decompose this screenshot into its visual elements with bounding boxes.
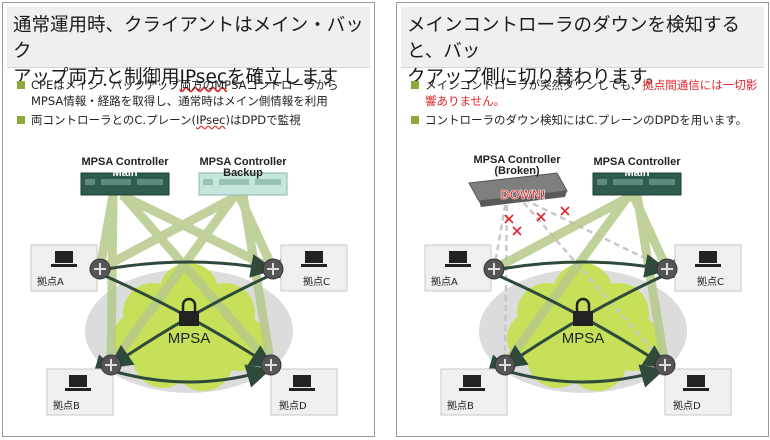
left-bullet-1: CPEはメイン・バックアップ両方のMPSAコントローラからMPSA情報・経路を取…: [17, 77, 368, 109]
router-icon: [262, 258, 284, 280]
router-icon: [654, 354, 676, 376]
right-bullet-2-text: コントローラのダウン検知にはC.プレーンのDPDを用います。: [425, 113, 748, 127]
left-bullet-2-text-a: 両コントローラとのC.プレーン(: [31, 113, 196, 127]
right-panel-title: メインコントローラのダウンを検知すると、バッ クアップ側に切り替わります。: [407, 13, 760, 91]
computer-icon: [51, 251, 77, 267]
site-c-label: 拠点C: [697, 275, 724, 288]
site-b: 拠点B: [440, 368, 508, 416]
site-a: 拠点A: [424, 244, 492, 292]
site-c: 拠点C: [280, 244, 348, 292]
computer-icon: [683, 375, 709, 391]
router-icon: [656, 258, 678, 280]
left-bullet-list: CPEはメイン・バックアップ両方のMPSAコントローラからMPSA情報・経路を取…: [17, 77, 368, 131]
router-icon: [100, 354, 122, 376]
computer-icon: [459, 375, 485, 391]
site-c-label: 拠点C: [303, 275, 330, 288]
lock-icon: [179, 297, 199, 326]
computer-icon: [65, 375, 91, 391]
router-icon: [89, 258, 111, 280]
site-d-label: 拠点D: [673, 399, 701, 412]
computer-icon: [289, 375, 315, 391]
backup-controller-sublabel: Backup: [223, 167, 263, 179]
site-a: 拠点A: [30, 244, 98, 292]
main-controller-label: MPSA Controller: [594, 156, 682, 168]
right-network-diagram: MPSA Controller (Broken) MPSA Controller…: [424, 154, 742, 416]
mpsa-cloud-label: MPSA: [168, 330, 211, 347]
x-mark-icon: [504, 206, 570, 236]
right-bullet-list: メインコントローラが突然ダウンしても、拠点間通信には一切影響ありません。 コント…: [411, 77, 762, 131]
computer-icon: [695, 251, 721, 267]
site-a-label: 拠点A: [431, 275, 458, 288]
site-b: 拠点B: [46, 368, 114, 416]
left-bullet-1-text: CPEはメイン・バックアップ両方のMPSAコントローラからMPSA情報・経路を取…: [31, 78, 339, 108]
router-icon: [483, 258, 505, 280]
main-controller: [80, 172, 170, 196]
right-title-line2: クアップ側に切り替わります。: [407, 67, 665, 88]
right-title-box: メインコントローラのダウンを検知すると、バッ クアップ側に切り替わります。: [401, 7, 764, 88]
bullet-marker-icon: [17, 81, 25, 89]
left-title-line2b: を確立します: [227, 67, 339, 88]
bullet-marker-icon: [17, 116, 25, 124]
left-title-ipsec: IPsec: [179, 67, 227, 88]
site-d: 拠点D: [664, 368, 732, 416]
right-title-line1: メインコントローラのダウンを検知すると、バッ: [407, 15, 741, 62]
broken-controller-sublabel: (Broken): [494, 165, 540, 177]
left-network-diagram: MPSA Controller Main MPSA Controller Bac…: [30, 156, 348, 416]
left-title-line2a: アップ両方と制御用: [13, 67, 180, 88]
main-controller-label: MPSA Controller: [82, 156, 170, 168]
failover-panel: メインコントローラのダウンを検知すると、バッ クアップ側に切り替わります。 メイ…: [396, 2, 769, 437]
computer-icon: [301, 251, 327, 267]
bullet-marker-icon: [411, 81, 419, 89]
site-d: 拠点D: [270, 368, 338, 416]
right-bullet-2: コントローラのダウン検知にはC.プレーンのDPDを用います。: [411, 112, 762, 128]
main-controller-sublabel: Main: [624, 167, 649, 179]
broken-controller-label: MPSA Controller: [474, 154, 562, 166]
left-bullet-2: 両コントローラとのC.プレーン(IPsec)はDPDで監視: [17, 112, 368, 128]
left-bullet-2-ipsec: IPsec: [195, 113, 226, 127]
right-bullet-1-highlight: 拠点間通信には一切影響ありません。: [425, 78, 758, 108]
right-bullet-1: メインコントローラが突然ダウンしても、拠点間通信には一切影響ありません。: [411, 77, 762, 109]
right-bullet-1-text: メインコントローラが突然ダウンしても、: [425, 78, 643, 92]
left-title-line1: 通常運用時、クライアントはメイン・バック: [13, 15, 364, 62]
router-icon: [260, 354, 282, 376]
mpsa-cloud-label: MPSA: [562, 330, 605, 347]
left-title-box: 通常運用時、クライアントはメイン・バック アップ両方と制御用IPsecを確立しま…: [7, 7, 370, 88]
left-panel-title: 通常運用時、クライアントはメイン・バック アップ両方と制御用IPsecを確立しま…: [13, 13, 366, 91]
down-label: DOWN!: [500, 187, 546, 202]
site-c: 拠点C: [674, 244, 742, 292]
site-b-label: 拠点B: [447, 399, 474, 412]
normal-operation-panel: 通常運用時、クライアントはメイン・バック アップ両方と制御用IPsecを確立しま…: [2, 2, 375, 437]
router-icon: [494, 354, 516, 376]
backup-controller-label: MPSA Controller: [200, 156, 288, 168]
main-controller: [592, 172, 682, 196]
site-a-label: 拠点A: [37, 275, 64, 288]
computer-icon: [445, 251, 471, 267]
bullet-marker-icon: [411, 116, 419, 124]
lock-icon: [573, 297, 593, 326]
left-bullet-2-text-c: )はDPDで監視: [225, 113, 301, 127]
backup-controller: [198, 172, 288, 196]
main-controller-sublabel: Main: [112, 167, 137, 179]
site-d-label: 拠点D: [279, 399, 307, 412]
broken-controller: [468, 172, 568, 207]
site-b-label: 拠点B: [53, 399, 80, 412]
